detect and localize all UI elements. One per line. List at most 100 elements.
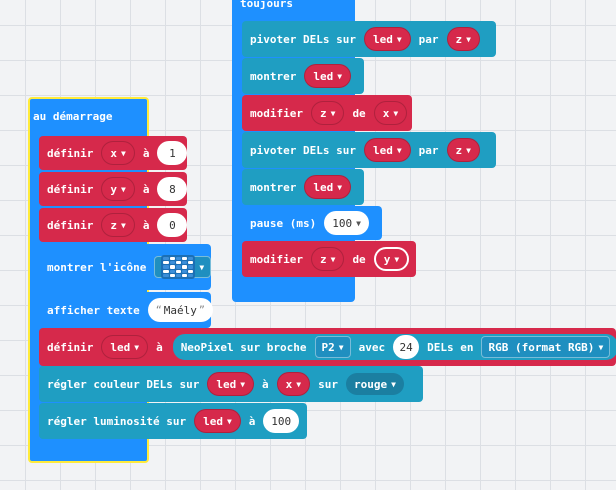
- variable-dropdown[interactable]: x▼: [276, 372, 311, 396]
- to-label: à: [262, 377, 269, 391]
- pause-label: pause (ms): [250, 216, 317, 230]
- set-variable-block-y[interactable]: définir y▼ à 8: [39, 172, 188, 206]
- set-label: définir: [47, 146, 94, 160]
- set-variable-block-x[interactable]: définir x▼ à 1: [39, 136, 188, 170]
- color-dropdown[interactable]: rouge▼: [345, 373, 404, 395]
- variable-dropdown[interactable]: led▼: [363, 27, 411, 51]
- led-pixel: [175, 265, 181, 269]
- set-pixel-color-block[interactable]: régler couleur DELs sur led▼ à x▼ sur ro…: [39, 366, 423, 402]
- variable-dropdown[interactable]: z▼: [446, 27, 480, 51]
- chevron-down-icon: ▼: [466, 34, 471, 44]
- rotate-leds-block-2[interactable]: pivoter DELs sur led▼ par z▼: [242, 132, 496, 168]
- chevron-down-icon: ▼: [330, 254, 336, 264]
- chevron-down-icon: ▼: [330, 108, 336, 118]
- led-pixel: [169, 257, 175, 261]
- led-mode-dropdown[interactable]: RGB (format RGB)▼: [481, 336, 611, 358]
- show-string-label: afficher texte: [47, 303, 140, 317]
- forever-hat-label: toujours: [240, 0, 293, 10]
- neopixel-create-block[interactable]: NeoPixel sur broche P2▼ avec 24 DELs en …: [170, 332, 616, 362]
- number-input[interactable]: 0: [157, 213, 188, 237]
- variable-dropdown[interactable]: z▼: [310, 247, 345, 271]
- led-pixel: [175, 269, 181, 273]
- pin-dropdown[interactable]: P2▼: [314, 336, 351, 358]
- variable-dropdown[interactable]: y▼: [101, 177, 135, 201]
- led-pixel: [175, 273, 181, 277]
- chevron-down-icon: ▼: [120, 148, 126, 158]
- chevron-down-icon: ▼: [240, 379, 246, 389]
- quote-open-icon: “: [155, 304, 162, 316]
- number-input[interactable]: 1: [157, 141, 188, 165]
- show-icon-label: montrer l'icône: [47, 260, 147, 274]
- led-pixel: [188, 261, 194, 265]
- pause-block[interactable]: pause (ms) 100▼: [242, 206, 382, 240]
- show-label: montrer: [250, 69, 297, 83]
- chevron-down-icon: ▼: [394, 254, 400, 264]
- led-pixel: [188, 257, 194, 261]
- variable-dropdown[interactable]: z▼: [310, 101, 345, 125]
- to-label: à: [142, 146, 150, 160]
- brightness-input[interactable]: 100: [263, 409, 299, 433]
- led-pixel: [188, 265, 194, 269]
- chevron-down-icon: ▼: [337, 71, 343, 81]
- variable-dropdown[interactable]: x▼: [373, 101, 408, 125]
- variable-dropdown[interactable]: led▼: [207, 372, 255, 396]
- show-leds-block-1[interactable]: montrer led▼: [242, 58, 364, 94]
- change-variable-block-2[interactable]: modifier z▼ de y▼: [242, 241, 416, 277]
- led-pixel: [175, 261, 181, 265]
- chevron-down-icon: ▼: [598, 342, 604, 352]
- chevron-down-icon: ▼: [134, 342, 140, 352]
- par-label: par: [418, 143, 439, 157]
- to-label: à: [142, 218, 150, 232]
- led-pixel: [181, 257, 188, 261]
- led-count-input[interactable]: 24: [393, 335, 420, 359]
- led-pixel: [181, 265, 188, 269]
- set-strip-block[interactable]: définir led▼ à NeoPixel sur broche P2▼ a…: [39, 328, 616, 366]
- number-input[interactable]: 8: [157, 177, 188, 201]
- rotate-label: pivoter DELs sur: [250, 32, 356, 46]
- set-brightness-label: régler luminosité sur: [47, 414, 187, 428]
- show-leds-block-2[interactable]: montrer led▼: [242, 169, 364, 205]
- set-pixel-color-label: régler couleur DELs sur: [47, 377, 200, 391]
- led-pixel: [181, 273, 188, 277]
- chevron-down-icon: ▼: [396, 34, 402, 44]
- led-pixel: [169, 273, 175, 277]
- chevron-down-icon: ▼: [466, 145, 471, 155]
- variable-dropdown[interactable]: z▼: [101, 213, 135, 237]
- change-variable-block-1[interactable]: modifier z▼ de x▼: [242, 95, 412, 131]
- variable-dropdown[interactable]: led▼: [101, 335, 149, 359]
- on-start-hat-label: au démarrage: [33, 110, 113, 123]
- led-pixel: [163, 257, 169, 261]
- led-pixel: [163, 265, 169, 269]
- set-label: définir: [47, 340, 94, 354]
- variable-dropdown[interactable]: z▼: [446, 138, 480, 162]
- led-pixel: [169, 265, 175, 269]
- on-label: sur: [318, 377, 338, 391]
- with-label: avec: [358, 340, 386, 354]
- variable-dropdown[interactable]: led▼: [304, 64, 352, 88]
- variable-dropdown[interactable]: x▼: [101, 141, 135, 165]
- led-pixel: [163, 273, 169, 277]
- set-label: définir: [47, 218, 94, 232]
- chevron-down-icon: ▼: [393, 108, 399, 118]
- to-label: à: [248, 414, 256, 428]
- icon-picker-dropdown[interactable]: ▼: [154, 255, 212, 279]
- variable-dropdown[interactable]: led▼: [363, 138, 411, 162]
- variable-dropdown-selected[interactable]: y▼: [373, 247, 410, 271]
- led-matrix-icon: [161, 255, 196, 279]
- rotate-leds-block-1[interactable]: pivoter DELs sur led▼ par z▼: [242, 21, 496, 57]
- pause-duration-dropdown[interactable]: 100▼: [324, 211, 369, 235]
- show-string-block[interactable]: afficher texte “ Maély ”: [39, 292, 213, 328]
- string-input[interactable]: “ Maély ”: [147, 298, 213, 322]
- modify-label: modifier: [250, 106, 303, 120]
- variable-dropdown[interactable]: led▼: [304, 175, 352, 199]
- chevron-down-icon: ▼: [356, 218, 361, 228]
- show-icon-block[interactable]: montrer l'icône ▼: [39, 244, 212, 290]
- set-brightness-block[interactable]: régler luminosité sur led▼ à 100: [39, 403, 307, 439]
- chevron-down-icon: ▼: [120, 184, 126, 194]
- led-pixel: [188, 269, 194, 273]
- to-label: à: [142, 182, 150, 196]
- variable-dropdown[interactable]: led▼: [194, 409, 241, 433]
- to-label: à: [156, 340, 163, 354]
- set-variable-block-z[interactable]: définir z▼ à 0: [39, 208, 188, 242]
- de-label: de: [352, 106, 366, 120]
